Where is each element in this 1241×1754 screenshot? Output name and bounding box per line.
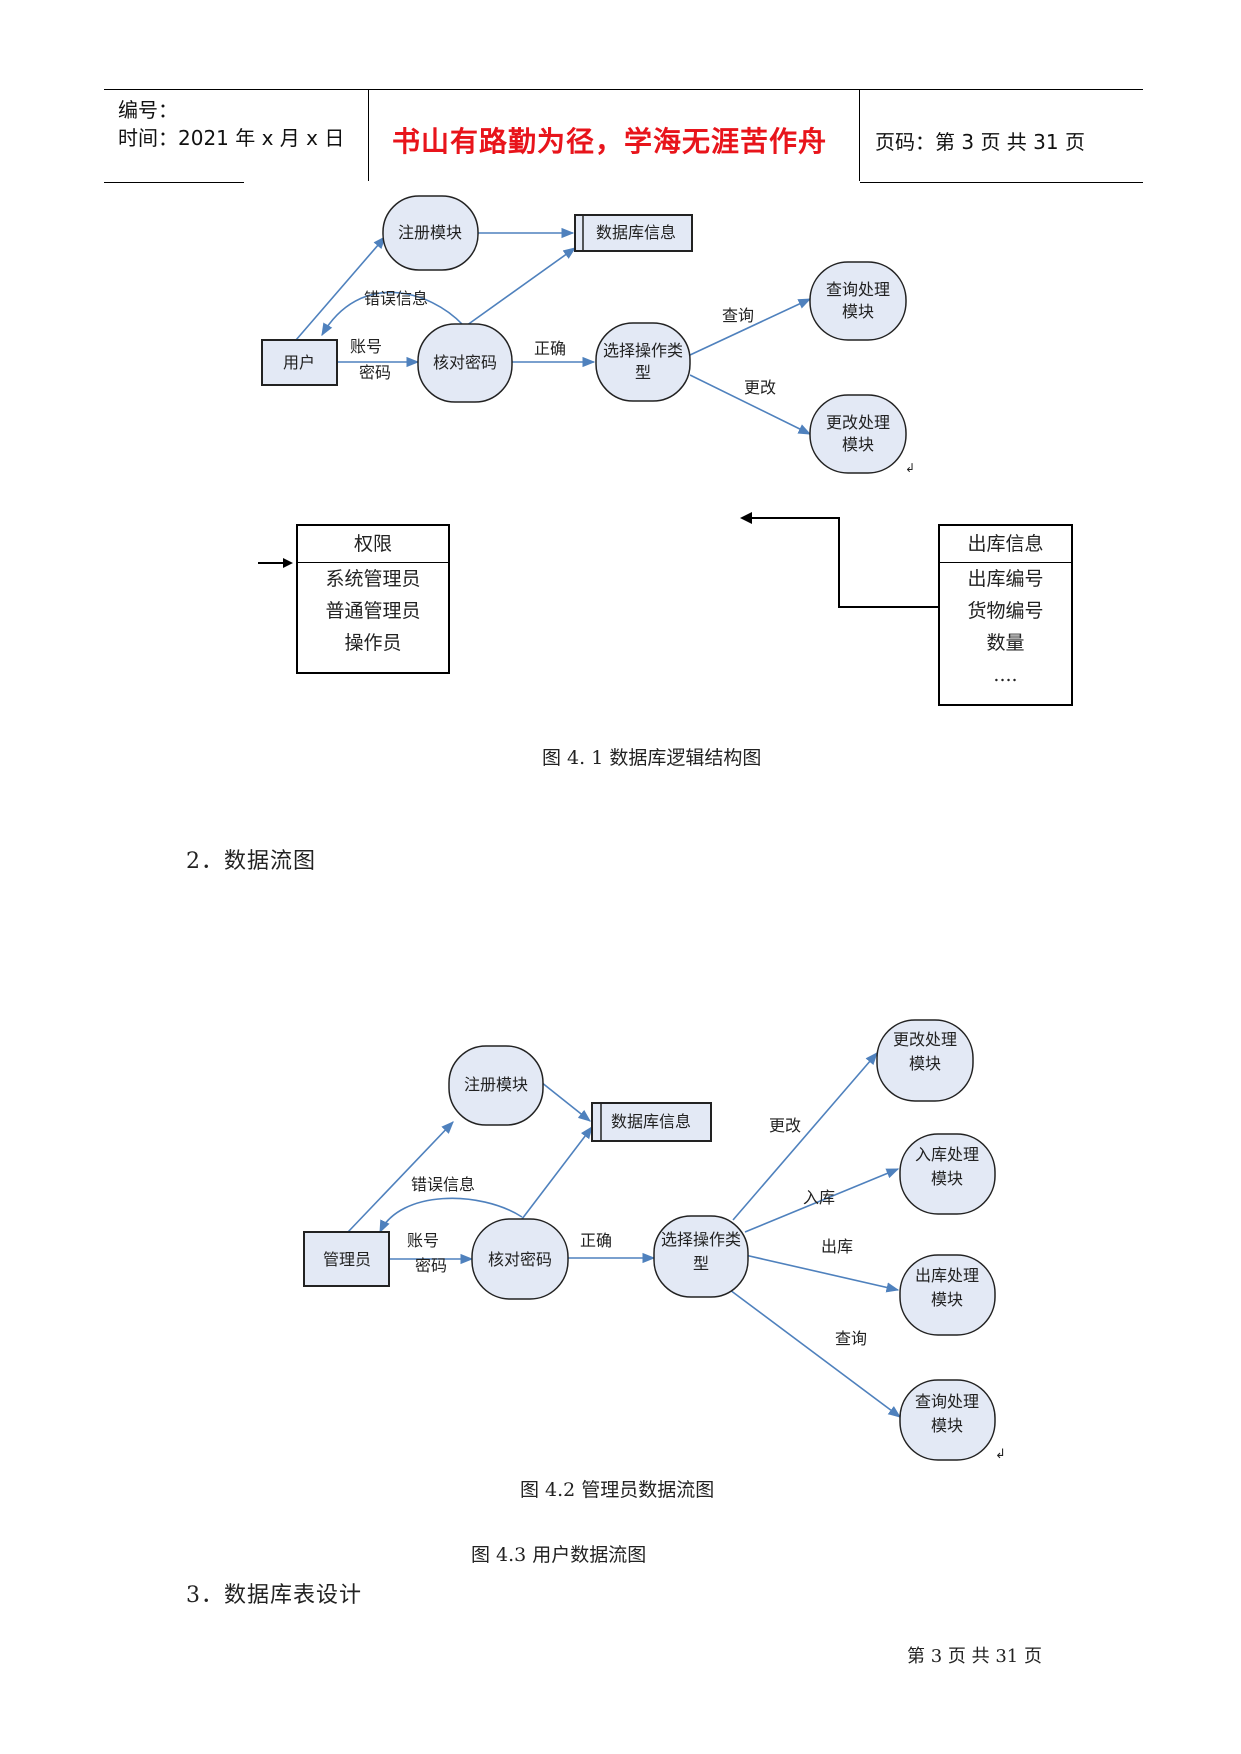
fig42-diagram: 注册模块 数据库信息 管理员 核对密码 选择操作类 型 更改处理 模块 入库处理… [303,1019,1006,1462]
fig41-password-label: 密码 [359,363,391,382]
fig41-query-text-2: 模块 [842,302,874,321]
fig43-caption: 图 4.3 用户数据流图 [471,1544,647,1566]
fig42-admin-node [303,1231,390,1287]
fig41-check-node [417,323,513,403]
fig41-check-text: 核对密码 [433,353,497,372]
fig41-query-text-1: 查询处理 [826,280,890,299]
header-divider-right [859,90,860,181]
fig41-user-node [261,339,338,386]
fig41-register-text: 注册模块 [398,223,462,242]
header-top-rule [104,89,1143,90]
fig41-query-label: 查询 [722,306,754,325]
fig42-out-node [899,1254,996,1336]
fig42-db-node [591,1102,712,1142]
fig42-in-label: 入库 [803,1188,835,1207]
fig42-query-text-1: 查询处理 [915,1392,979,1411]
fig42-modify-text-1: 更改处理 [893,1030,957,1049]
header-motto: 书山有路勤为径，学海无涯苦作舟 [392,125,828,158]
fig41-black-arrows [258,512,938,608]
svg-text:↲: ↲ [995,1447,1006,1462]
fig42-query-node [899,1379,996,1461]
permission-table: 权限 系统管理员 普通管理员 操作员 [296,524,450,674]
fig42-caption: 图 4.2 管理员数据流图 [520,1479,715,1501]
fig42-account-label: 账号 [407,1231,439,1250]
fig42-out-text-2: 模块 [931,1290,963,1309]
fig41-register-node [382,195,479,271]
header-bottom-rule-left [104,182,244,183]
outbound-row-2: 货物编号 [967,600,1044,622]
fig42-out-label: 出库 [821,1237,853,1256]
doc-time-label: 时间：2021 年 x 月 x 日 [118,126,345,150]
footer-page-number: 第 3 页 共 31 页 [907,1646,1042,1667]
fig41-select-text-1: 选择操作类 [603,341,683,360]
permission-row-2: 普通管理员 [325,600,421,622]
fig42-db-text: 数据库信息 [611,1112,691,1131]
fig42-in-node [899,1133,996,1215]
fig42-admin-text: 管理员 [323,1250,371,1269]
header-page-label: 页码：第 3 页 共 31 页 [875,130,1085,154]
fig41-modify-text-1: 更改处理 [826,413,890,432]
fig42-in-text-1: 入库处理 [915,1145,979,1164]
fig42-check-text: 核对密码 [488,1250,552,1269]
fig41-db-node [574,214,693,252]
fig41-modify-text-2: 模块 [842,435,874,454]
fig41-modify-label: 更改 [744,378,776,397]
fig42-select-text-1: 选择操作类 [661,1230,741,1249]
section-3-heading: 3．数据库表设计 [186,1583,362,1608]
fig42-query-label: 查询 [835,1329,867,1348]
fig42-modify-node [876,1019,974,1102]
fig42-check-node [471,1218,569,1300]
permission-table-title: 权限 [298,526,448,563]
outbound-row-3: 数量 [986,632,1025,654]
fig42-in-text-2: 模块 [931,1169,963,1188]
fig42-out-text-1: 出库处理 [915,1266,979,1285]
fig42-register-text: 注册模块 [464,1075,528,1094]
header-divider-left [368,90,369,181]
fig41-modify-node [809,394,907,474]
fig42-correct-label: 正确 [580,1231,612,1250]
fig41-error-label: 错误信息 [364,289,428,308]
fig41-query-node [809,261,907,341]
fig42-register-node [448,1045,544,1126]
section-2-heading: 2．数据流图 [186,849,316,874]
fig41-correct-label: 正确 [534,339,566,358]
fig42-modify-label: 更改 [769,1116,801,1135]
fig41-arrows [295,227,812,435]
fig41-user-text: 用户 [283,353,315,372]
svg-text:↲: ↲ [905,461,915,475]
fig41-select-text-2: 型 [635,363,651,382]
fig42-select-text-2: 型 [693,1254,709,1273]
fig42-modify-text-2: 模块 [909,1054,941,1073]
fig41-caption: 图 4. 1 数据库逻辑结构图 [542,747,762,769]
fig41-diagram: 注册模块 数据库信息 用户 核对密码 选择操作类 型 查询处理 模块 更改处理 … [261,195,915,475]
outbound-table: 出库信息 出库编号 货物编号 数量 .... [938,524,1073,706]
permission-row-1: 系统管理员 [325,568,421,590]
fig42-password-label: 密码 [415,1256,447,1275]
outbound-row-1: 出库编号 [967,568,1044,590]
permission-row-3: 操作员 [344,632,402,654]
fig41-db-text: 数据库信息 [596,223,676,242]
doc-number-label: 编号： [118,98,178,122]
outbound-table-title: 出库信息 [940,526,1071,563]
fig41-select-node [595,322,691,402]
fig41-account-label: 账号 [350,337,382,356]
fig42-select-node [653,1215,749,1298]
header-bottom-rule-right [860,182,1143,183]
fig42-query-text-2: 模块 [931,1416,963,1435]
fig42-error-label: 错误信息 [411,1175,475,1194]
outbound-row-4: .... [993,664,1018,686]
